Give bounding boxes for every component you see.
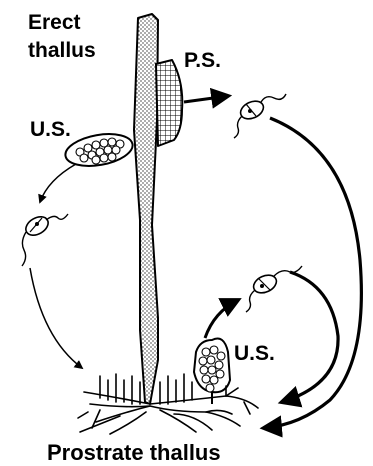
label-prostrate-thallus: Prostrate thallus — [47, 440, 221, 465]
label-erect-line1: Erect — [28, 11, 81, 34]
label-ps: P.S. — [184, 49, 221, 72]
label-erect-line2: thallus — [28, 39, 96, 62]
arrow-swarmer-right-to-prostrate — [282, 272, 338, 402]
unilocular-sporangium-lower — [194, 339, 230, 405]
arrow-ps-to-swarmer — [184, 96, 228, 102]
swarmer-cell-ps — [234, 94, 286, 138]
swarmer-cell-left — [22, 213, 68, 266]
prostrate-thallus — [78, 374, 258, 434]
label-us-lower: U.S. — [234, 342, 275, 365]
arrow-us-lower-to-swarmer — [205, 300, 238, 338]
arrow-swarmer-left-to-prostrate — [30, 268, 82, 368]
label-us-upper: U.S. — [30, 118, 71, 141]
plurilocular-sporangium — [156, 60, 182, 146]
erect-thallus — [134, 14, 158, 404]
arrow-us-to-swarmer-left — [40, 164, 76, 202]
